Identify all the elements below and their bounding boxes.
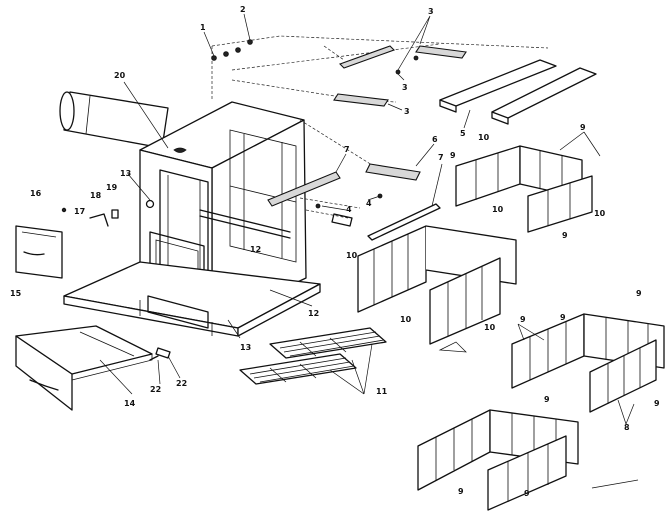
callout-9: 9 — [524, 489, 530, 498]
callout-3: 3 — [404, 107, 410, 116]
base-plate — [63, 261, 321, 337]
misc-lines — [438, 341, 639, 489]
callout-9: 9 — [520, 315, 526, 324]
firebrick-set-1 — [455, 145, 593, 233]
side-brackets — [267, 163, 441, 241]
callout-4: 4 — [366, 199, 372, 208]
label-leaders — [99, 13, 635, 425]
callout-22: 22 — [176, 379, 187, 388]
callout-20: 20 — [114, 71, 126, 80]
callout-9: 9 — [450, 151, 456, 160]
callout-13: 13 — [240, 343, 251, 352]
callout-16: 16 — [30, 189, 42, 198]
firebrick-set-3 — [511, 313, 665, 413]
firebrick-set-4 — [417, 409, 579, 511]
callout-18: 18 — [90, 191, 102, 200]
ash-drawer — [15, 325, 153, 411]
callout-9: 9 — [458, 487, 464, 496]
callout-10: 10 — [492, 205, 504, 214]
callout-9: 9 — [562, 231, 568, 240]
firebrick-set-2 — [357, 225, 517, 345]
fasteners — [61, 39, 383, 361]
callout-5: 5 — [460, 129, 466, 138]
baffle-rails — [333, 45, 467, 107]
callout-3: 3 — [402, 83, 408, 92]
callout-12: 12 — [250, 245, 261, 254]
callout-4: 4 — [346, 205, 352, 214]
callout-7: 7 — [344, 145, 350, 154]
callout-14: 14 — [124, 399, 136, 408]
callout-15: 15 — [10, 289, 22, 298]
callout-2: 2 — [240, 5, 246, 14]
callout-10: 10 — [400, 315, 412, 324]
callout-17: 17 — [74, 207, 85, 216]
callout-6: 6 — [432, 135, 438, 144]
callout-9: 9 — [654, 399, 660, 408]
callout-22: 22 — [150, 385, 161, 394]
callout-19: 19 — [106, 183, 118, 192]
callout-1: 1 — [200, 23, 206, 32]
callout-12: 12 — [308, 309, 319, 318]
callout-9: 9 — [560, 313, 566, 322]
callout-10: 10 — [346, 251, 358, 260]
callout-9: 9 — [544, 395, 550, 404]
top-long-rails — [439, 59, 597, 125]
callout-8: 8 — [624, 423, 630, 432]
callout-13: 13 — [120, 169, 131, 178]
callout-labels: 1 2 3 3 3 4 4 5 6 7 7 9 9 9 9 9 9 9 9 9 … — [10, 5, 660, 498]
loading-door — [15, 225, 63, 279]
callout-3: 3 — [428, 7, 434, 16]
callout-9: 9 — [636, 289, 642, 298]
flue-pipe — [59, 91, 169, 149]
callout-7: 7 — [438, 153, 444, 162]
callout-10: 10 — [484, 323, 496, 332]
explode-leaders — [211, 35, 549, 219]
callout-10: 10 — [594, 209, 606, 218]
callout-11: 11 — [376, 387, 388, 396]
grates — [239, 327, 387, 385]
callout-10: 10 — [478, 133, 490, 142]
callout-9: 9 — [580, 123, 586, 132]
